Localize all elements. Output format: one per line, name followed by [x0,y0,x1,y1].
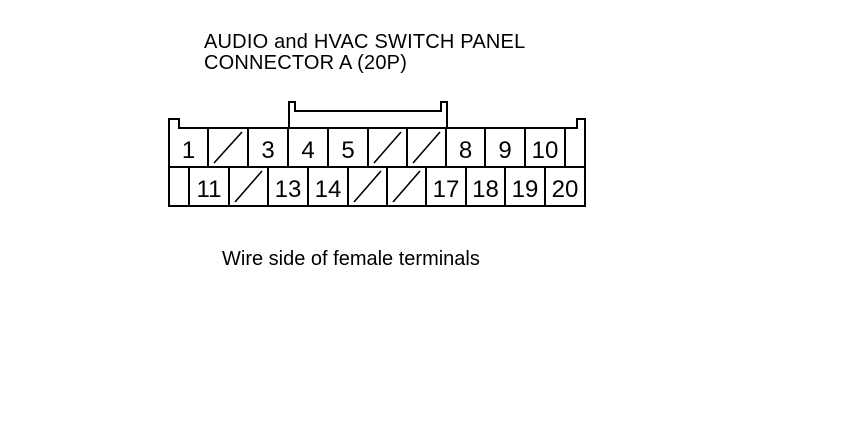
connector-title: AUDIO and HVAC SWITCH PANEL [204,31,526,53]
pin-number-label: 19 [512,176,539,203]
pin-number-label: 14 [315,176,342,203]
lock-tab [288,101,448,128]
pin-number-label: 10 [532,137,559,164]
pin-number-label: 18 [472,176,499,203]
pin-number-label: 1 [182,137,195,164]
pin-number-label: 9 [498,137,511,164]
pin-number-label: 4 [301,137,314,164]
empty-terminal-slash [234,170,263,203]
empty-terminal-slash [392,170,421,203]
pin-number-label: 13 [275,176,302,203]
pin-number-label: 11 [197,176,222,203]
pin-number-label: 5 [341,137,354,164]
empty-terminal-slash [213,131,243,164]
empty-terminal-slash [353,170,382,203]
pin-number-label: 20 [552,176,579,203]
connector-subtitle: CONNECTOR A (20P) [204,52,408,74]
pin-number-label: 3 [261,137,274,164]
empty-terminal-slash [373,131,402,164]
diagram-caption: Wire side of female terminals [222,248,480,270]
empty-terminal-slash [412,131,441,164]
pin-number-label: 8 [459,137,472,164]
pin-number-label: 17 [433,176,460,203]
